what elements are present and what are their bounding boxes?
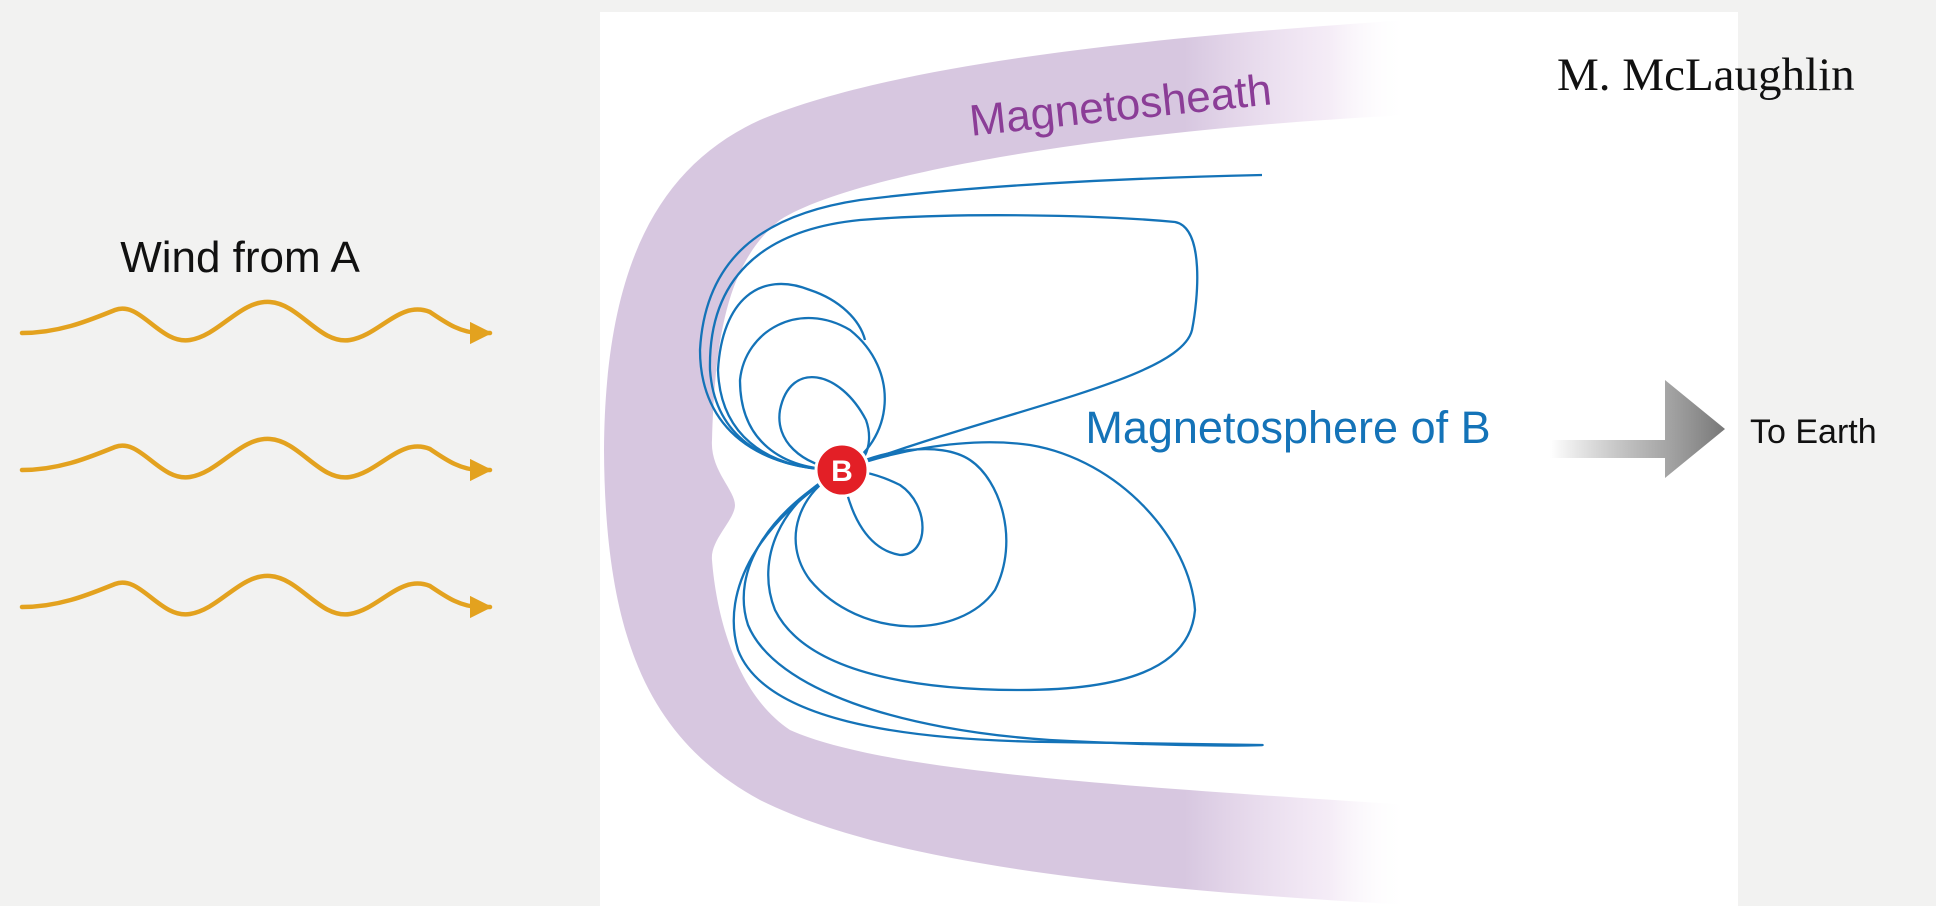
to-earth-label: To Earth [1750,413,1877,451]
wind-label: Wind from A [120,233,360,282]
wind-arrow-1 [22,302,490,341]
wind-arrows [22,302,490,615]
magnetosphere-label: Magnetosphere of B [1085,402,1490,453]
credit-text: M. McLaughlin [1557,49,1855,101]
wind-arrow-3 [22,576,490,615]
wind-arrow-2 [22,439,490,478]
star-b: B [816,444,868,496]
star-b-label: B [831,455,853,488]
